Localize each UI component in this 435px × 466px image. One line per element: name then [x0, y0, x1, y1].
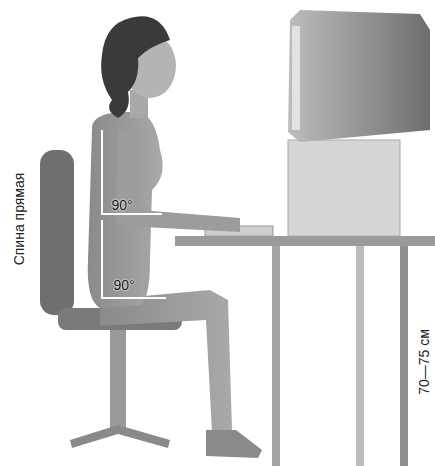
chair-base	[70, 425, 170, 448]
chair-post	[110, 330, 126, 430]
angle-label: 90°	[113, 277, 134, 293]
note-label: Спина прямая	[11, 173, 27, 266]
leg	[100, 290, 232, 432]
hair	[101, 16, 170, 118]
monitor-stand	[288, 140, 400, 236]
angle-line	[102, 130, 162, 214]
chair-back	[40, 150, 74, 315]
desk-leg	[356, 246, 364, 466]
angle-line	[102, 220, 166, 298]
dimension-label: 70—75 см	[416, 329, 432, 395]
desk-leg	[400, 246, 408, 466]
monitor-screen	[292, 26, 300, 130]
arm	[116, 130, 240, 232]
angle-label: 90°	[111, 197, 132, 213]
desk-leg	[272, 246, 280, 466]
monitor	[288, 10, 430, 142]
desk-top	[175, 236, 435, 246]
foot	[206, 430, 262, 458]
